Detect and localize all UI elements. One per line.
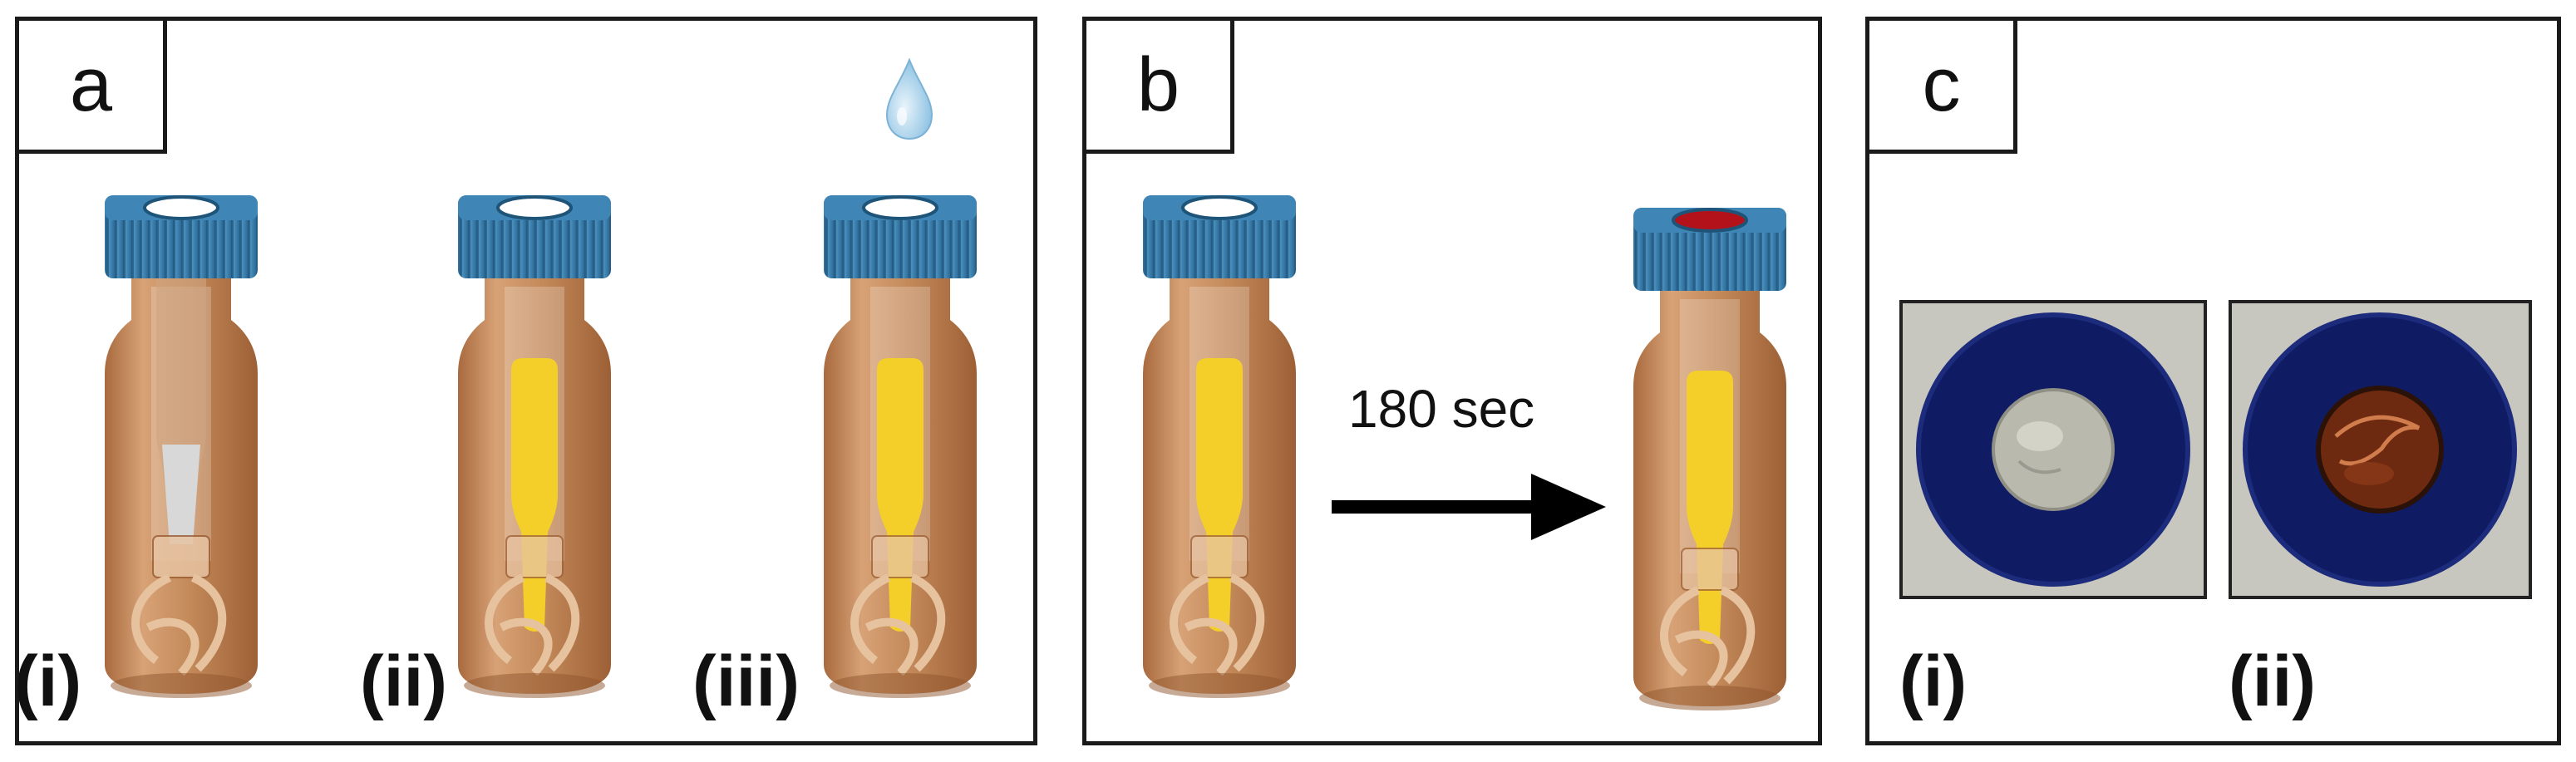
panel-a: a (i) (ii)	[14, 17, 1037, 745]
vial-before	[1143, 195, 1296, 698]
septum-photo-ii	[2229, 300, 2532, 599]
photo-i-label: (i)	[1899, 642, 1968, 721]
panel-c-letter: c	[1922, 42, 1961, 127]
vial-ii	[458, 195, 611, 698]
septum-photo-i	[1899, 300, 2207, 599]
vial-iii-label: (iii)	[692, 642, 800, 721]
vial-i-label: (i)	[14, 642, 82, 721]
panel-b-tag: b	[1082, 17, 1234, 154]
vial-i	[105, 195, 258, 698]
right-arrow-icon	[1332, 474, 1606, 540]
water-drop-icon	[885, 58, 933, 140]
panel-c-tag: c	[1865, 17, 2017, 154]
vial-iii	[824, 195, 977, 698]
arrow-time-label: 180 sec	[1348, 379, 1535, 439]
panel-c: c (i) (ii)	[1865, 17, 2561, 745]
panel-a-tag: a	[15, 17, 167, 154]
vial-after	[1633, 208, 1786, 710]
panel-a-letter: a	[69, 42, 113, 127]
photo-ii-label: (ii)	[2229, 642, 2317, 721]
vial-ii-label: (ii)	[360, 642, 448, 721]
panel-b-letter: b	[1136, 42, 1180, 127]
panel-b: b 180 sec	[1082, 17, 1822, 745]
